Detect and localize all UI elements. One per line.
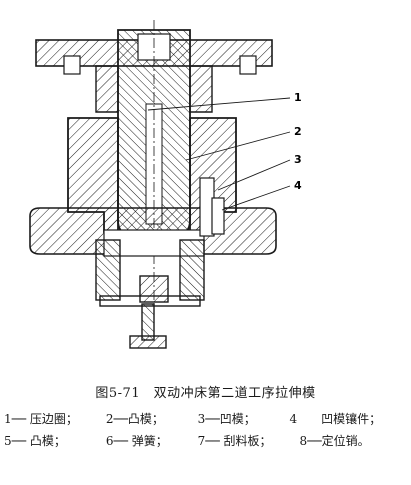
callout-1: 1 [294,91,302,104]
legend-line-2: 5── 凸模； 6── 弹簧； 7── 刮料板； 8──定位销。 [4,432,409,449]
locating-pin [129,303,167,349]
stripper-and-spring [95,239,205,307]
legend-item-7: 7── 刮料板； [197,434,272,448]
callout-4: 4 [294,179,302,192]
legend-item-8: 8──定位销。 [299,434,370,448]
legend-item-1: 1── 压边圈； [4,412,78,426]
die-cross-section-drawing: 1 2 3 4 [29,20,302,349]
legend-item-5: 5── 凸模； [4,434,66,448]
figure-title: 图5-71 双动冲床第二道工序拉伸模 [95,386,316,401]
callout-2: 2 [294,125,302,138]
callout-leaders [147,97,291,211]
legend-item-6: 6── 弹簧； [105,434,168,448]
legend-line-1: 1── 压边圈； 2──凸模； 3──凹模； 4 凹模镶件； [4,410,409,427]
callout-3: 3 [294,153,302,166]
legend-item-2: 2──凸模； [105,412,164,426]
legend-item-3: 3──凹模； [197,412,256,426]
legend-item-4: 4 凹模镶件； [289,412,382,426]
